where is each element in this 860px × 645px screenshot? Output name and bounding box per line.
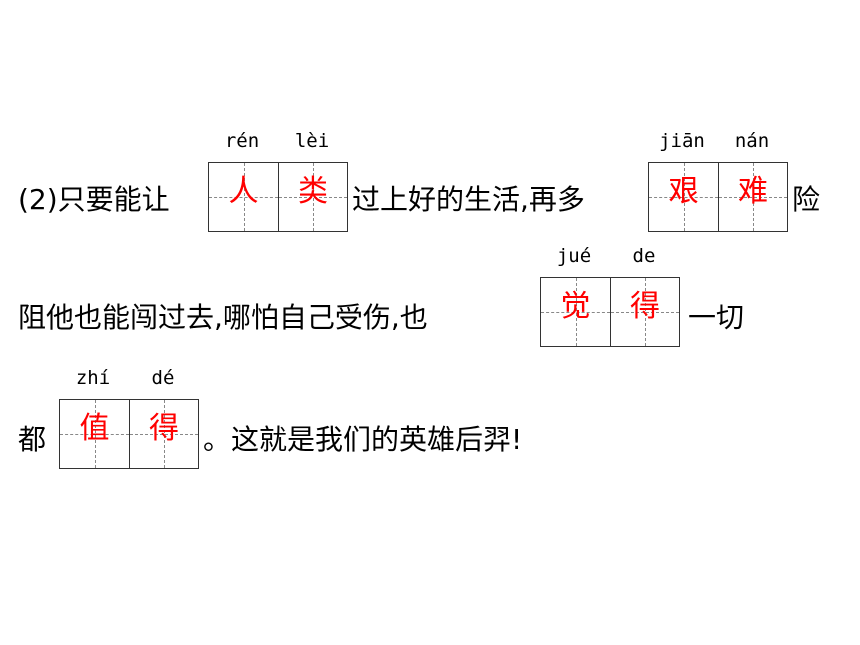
tianzige-cell: 得 <box>129 400 198 468</box>
tianzige-cell: 值 <box>60 400 129 468</box>
pinyin-nan: nán <box>734 130 770 152</box>
line2-prefix: 阻他也能闯过去,哪怕自己受伤,也 <box>18 301 428 334</box>
answer-char-nan: 难 <box>738 174 768 209</box>
pinyin-de: de <box>632 245 656 267</box>
tianzige-box-jiannan: 艰 难 <box>648 162 788 232</box>
tianzige-cell: 艰 <box>649 163 718 231</box>
pinyin-jian: jiān <box>659 130 705 152</box>
tianzige-cell: 类 <box>278 163 347 231</box>
line1-prefix: (2)只要能让 <box>18 183 170 216</box>
line3-suffix: 。这就是我们的英雄后羿! <box>203 423 523 456</box>
pinyin-zhi: zhí <box>75 367 111 389</box>
line2-suffix: 一切 <box>688 301 745 334</box>
line1-middle: 过上好的生活,再多 <box>352 183 585 216</box>
answer-char-de: 得 <box>630 289 660 324</box>
tianzige-cell: 人 <box>209 163 278 231</box>
answer-char-jian: 艰 <box>668 174 699 209</box>
tianzige-box-zhide: 值 得 <box>59 399 199 469</box>
answer-char-lei: 类 <box>298 174 328 209</box>
answer-char-zhi: 值 <box>79 411 110 446</box>
tianzige-box-juede: 觉 得 <box>540 277 680 347</box>
pinyin-ren: rén <box>224 130 260 152</box>
pinyin-de2: dé <box>151 367 175 389</box>
answer-char-de3: 得 <box>149 411 179 446</box>
pinyin-lei: lèi <box>294 130 330 152</box>
pinyin-jue: jué <box>556 245 592 267</box>
tianzige-cell: 觉 <box>541 278 610 346</box>
line1-suffix: 险 <box>792 183 821 216</box>
answer-char-ren: 人 <box>228 174 259 209</box>
line3-prefix: 都 <box>18 423 47 456</box>
tianzige-box-renlei: 人 类 <box>208 162 348 232</box>
tianzige-cell: 得 <box>610 278 679 346</box>
answer-char-jue: 觉 <box>560 289 591 324</box>
tianzige-cell: 难 <box>718 163 787 231</box>
